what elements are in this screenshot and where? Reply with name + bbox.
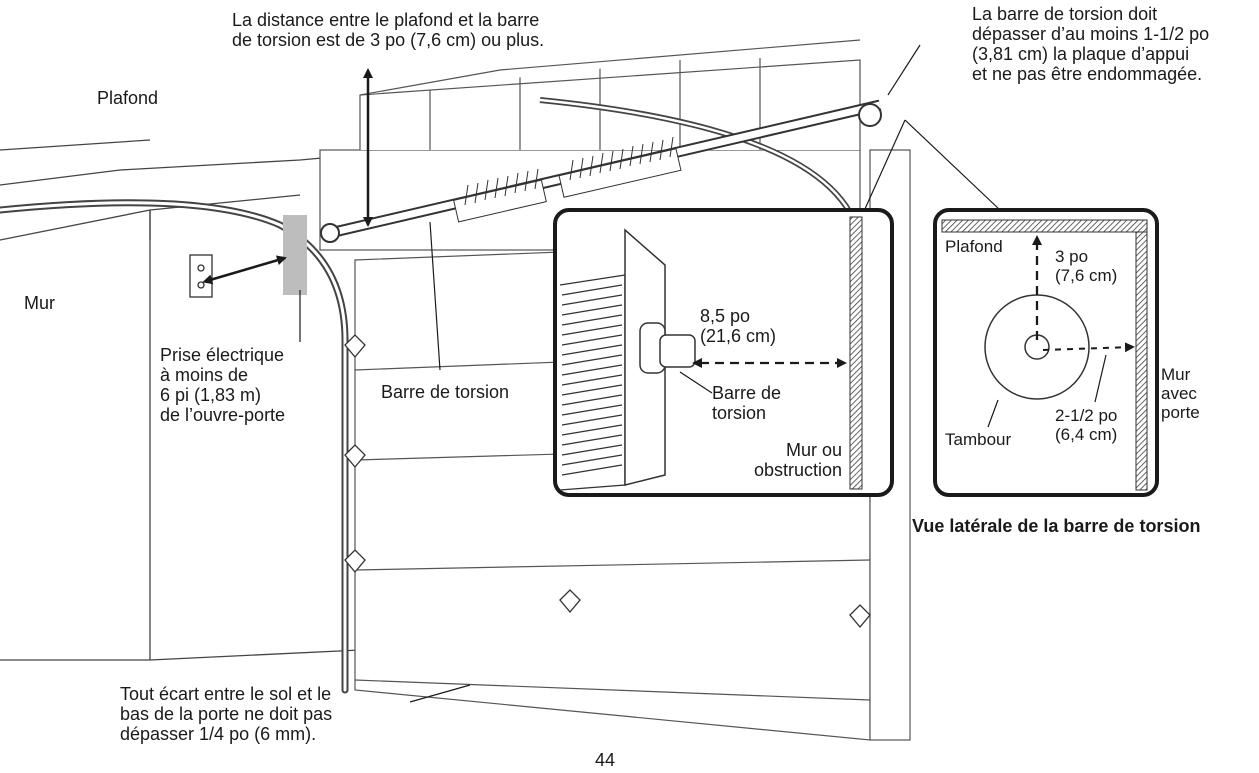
ceiling-distance-note: La distance entre le plafond et la barre…: [232, 10, 545, 50]
torsion-bar-shape: [320, 99, 882, 243]
inset-side-ceiling-label: Plafond: [945, 237, 1003, 256]
inset-distance-label: 8,5 po (21,6 cm): [700, 306, 777, 346]
inset-side-wall-label: Mur avec porte: [1161, 365, 1200, 422]
bar-extension-note: La barre de torsion doit dépasser d’au m…: [972, 4, 1210, 84]
inset-front-view: [553, 208, 894, 497]
door-hardware: [344, 334, 871, 629]
inset-side-clearance-label: 3 po (7,6 cm): [1055, 247, 1118, 285]
outlet-note: Prise électrique à moins de 6 pi (1,83 m…: [160, 345, 286, 425]
inset-side-view: [933, 208, 1159, 497]
inset-side-drum-clearance-label: 2-1/2 po (6,4 cm): [1055, 406, 1118, 444]
torsion-bar-label: Barre de torsion: [381, 382, 510, 402]
inset-side-drum-label: Tambour: [945, 430, 1012, 449]
outlet-distance-arrow: [202, 255, 287, 285]
ceiling-label: Plafond: [97, 88, 159, 108]
inset-bar-label: Barre de torsion: [712, 383, 782, 423]
mounting-pad: [283, 215, 307, 295]
inset-wall-label: Mur ou obstruction: [753, 440, 842, 480]
side-view-caption: Vue latérale de la barre de torsion: [912, 516, 1201, 536]
page-number: 44: [595, 750, 616, 770]
side-clearance-arrow: [1042, 342, 1135, 353]
floor-gap-note: Tout écart entre le sol et le bas de la …: [120, 684, 333, 744]
leader-lines: [299, 44, 1001, 703]
electrical-outlet: [189, 254, 213, 298]
wall-label: Mur: [24, 293, 55, 313]
